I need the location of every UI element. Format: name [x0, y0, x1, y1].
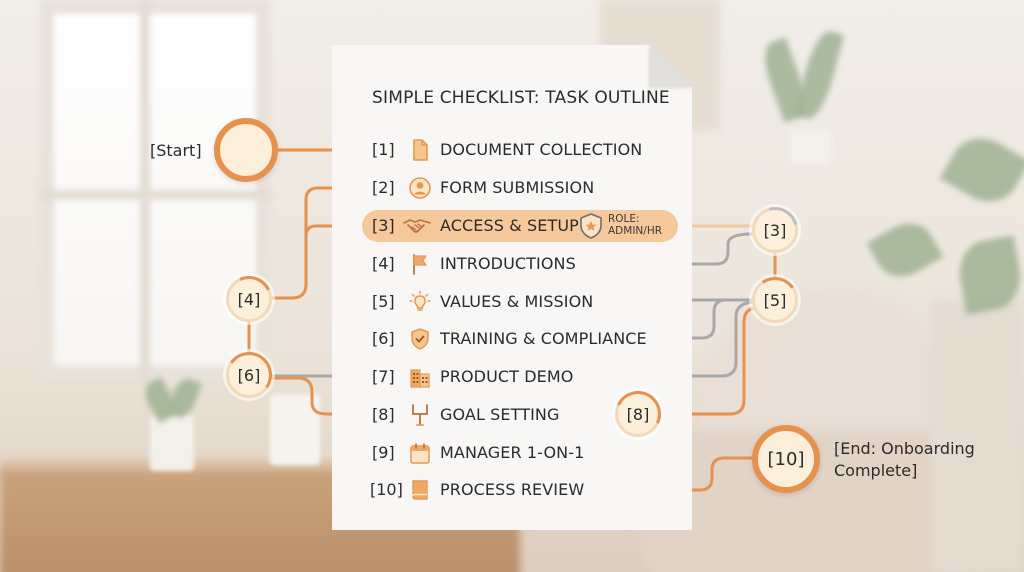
item-number: [5]: [372, 292, 395, 311]
node-5[interactable]: [5]: [748, 273, 802, 327]
calendar-icon: [408, 441, 432, 465]
book-icon: [408, 478, 432, 502]
node-8[interactable]: [8]: [608, 384, 668, 444]
checklist-paper: [332, 45, 692, 530]
item-number: [7]: [372, 367, 395, 386]
list-item[interactable]: [2] FORM SUBMISSION: [342, 171, 678, 205]
role-badge: ROLE:ADMIN/HR: [608, 213, 662, 237]
item-label: DOCUMENT COLLECTION: [440, 140, 643, 159]
item-label: VALUES & MISSION: [440, 292, 594, 311]
list-item[interactable]: [9] MANAGER 1-ON-1: [342, 436, 678, 470]
goalpost-icon: [408, 403, 432, 427]
building-icon: [408, 365, 432, 389]
item-label: ACCESS & SETUP: [440, 216, 579, 235]
plant-pot: [150, 415, 194, 471]
list-item[interactable]: [5] VALUES & MISSION: [342, 285, 678, 319]
node-3[interactable]: [3]: [743, 198, 807, 262]
window-transom: [40, 190, 270, 200]
flag-icon: [408, 252, 432, 276]
lightbulb-icon: [408, 290, 432, 314]
node-label: [4]: [237, 289, 261, 309]
item-label: FORM SUBMISSION: [440, 178, 595, 197]
item-number: [1]: [372, 140, 395, 159]
item-label: INTRODUCTIONS: [440, 254, 576, 273]
node-label: [5]: [763, 290, 787, 310]
paper-fold-corner: [650, 45, 692, 87]
end-node[interactable]: [10]: [752, 425, 820, 493]
role-badge-line2: ADMIN/HR: [608, 225, 663, 237]
node-label: [3]: [763, 220, 787, 240]
end-label-line1: [End: Onboarding: [834, 439, 975, 458]
checklist-title: SIMPLE CHECKLIST: TASK OUTLINE: [372, 88, 670, 108]
item-number: [4]: [372, 254, 395, 273]
side-shelf: [930, 300, 1024, 572]
node-6[interactable]: [6]: [222, 348, 276, 402]
end-label: [End: Onboarding Complete]: [834, 438, 975, 482]
item-label: MANAGER 1-ON-1: [440, 443, 585, 462]
role-shield-icon: [578, 212, 604, 240]
list-item[interactable]: [8] GOAL SETTING: [342, 398, 678, 432]
list-item[interactable]: [10] PROCESS REVIEW: [342, 473, 678, 507]
list-item[interactable]: [7] PRODUCT DEMO: [342, 360, 678, 394]
item-number: [3]: [372, 216, 395, 235]
list-item-highlighted[interactable]: [3] ACCESS & SETUP ROLE:ADMIN/HR: [342, 209, 678, 243]
node-4[interactable]: [4]: [219, 269, 279, 329]
plant-pot: [790, 130, 832, 164]
item-number: [10]: [370, 480, 403, 499]
document-icon: [408, 138, 432, 162]
start-label: [Start]: [150, 141, 202, 160]
item-number: [6]: [372, 329, 395, 348]
item-label: TRAINING & COMPLIANCE: [440, 329, 647, 348]
shield-check-icon: [408, 327, 432, 351]
list-item[interactable]: [6] TRAINING & COMPLIANCE: [342, 322, 678, 356]
list-item[interactable]: [1] DOCUMENT COLLECTION: [342, 133, 678, 167]
end-label-line2: Complete]: [834, 461, 918, 480]
role-badge-line1: ROLE:: [608, 213, 640, 225]
item-label: PROCESS REVIEW: [440, 480, 585, 499]
node-label: [8]: [626, 404, 650, 424]
handshake-icon: [402, 214, 432, 238]
user-icon: [408, 176, 432, 200]
item-label: PRODUCT DEMO: [440, 367, 574, 386]
list-item[interactable]: [4] INTRODUCTIONS: [342, 247, 678, 281]
item-number: [8]: [372, 405, 395, 424]
start-node[interactable]: [214, 118, 278, 182]
item-number: [2]: [372, 178, 395, 197]
highlight-pill: [362, 210, 678, 242]
node-label: [10]: [767, 448, 805, 470]
node-label: [6]: [237, 365, 261, 385]
item-label: GOAL SETTING: [440, 405, 560, 424]
cup: [270, 395, 320, 465]
item-number: [9]: [372, 443, 395, 462]
